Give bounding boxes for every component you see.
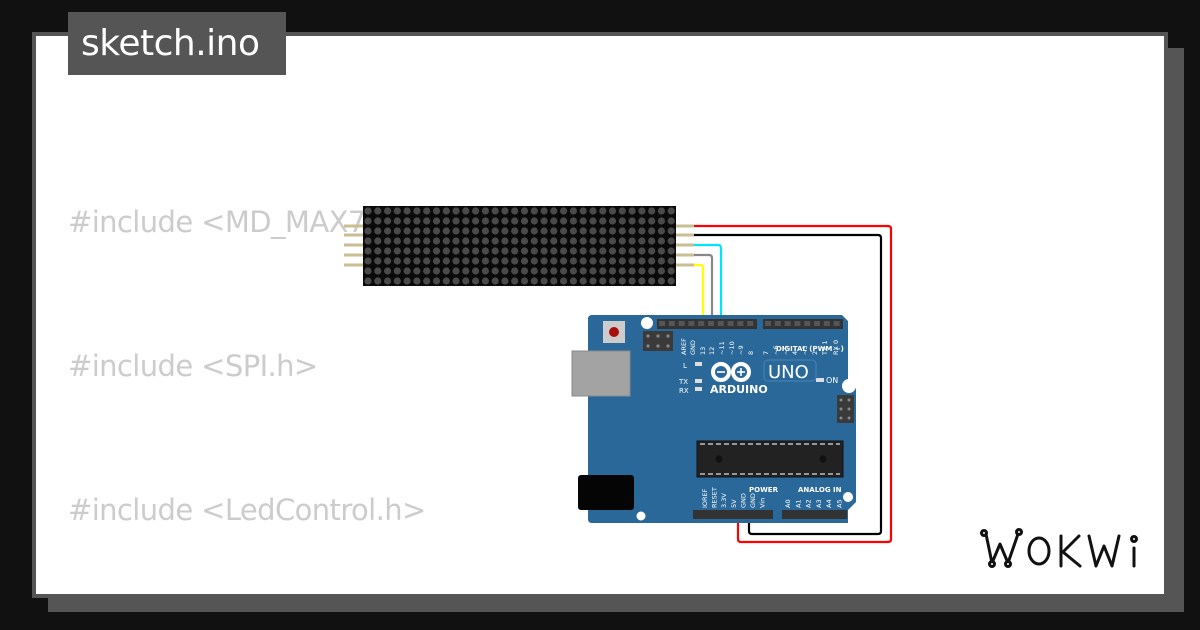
svg-text:Vin: Vin [759,498,767,508]
icsp-header-right [837,395,854,423]
digital-header-1 [657,319,757,329]
svg-text:RESET: RESET [711,487,719,508]
led-matrix[interactable] [363,206,676,286]
icsp-header-top [643,331,673,351]
svg-text:3.3V: 3.3V [720,493,728,508]
wire-clk [694,263,705,325]
svg-text:UNO: UNO [768,362,809,383]
digital-header-2 [763,319,843,329]
svg-text:~11: ~11 [718,341,726,355]
wire-gnd [694,233,883,536]
svg-text:5V: 5V [730,499,738,508]
arduino-infinity-logo [711,362,751,382]
svg-text:GND: GND [739,493,747,508]
code-line: #include <SPI.h> [68,349,318,383]
wire-din [694,243,723,325]
svg-text:ANALOG IN: ANALOG IN [798,486,842,494]
svg-text:ON: ON [826,376,838,385]
svg-text:GND: GND [749,493,757,508]
svg-text:POWER: POWER [749,486,779,494]
svg-text:GND: GND [689,340,697,355]
svg-text:TX: TX [678,378,688,386]
usb-port [571,350,631,397]
svg-text:12: 12 [708,347,716,355]
svg-text:~10: ~10 [728,341,736,355]
svg-text:A0: A0 [784,499,792,508]
wokwi-logo [980,528,1138,568]
wire-cs [694,253,714,325]
svg-text:DIGITAL (PWM ~): DIGITAL (PWM ~) [776,345,844,353]
svg-text:7: 7 [762,351,770,355]
code-line: #include <LedControl.h> [68,493,426,527]
matrix-input-pins [344,224,364,267]
svg-text:4: 4 [791,351,799,355]
power-header [693,510,773,519]
svg-text:2: 2 [811,351,819,355]
svg-text:TX 1: TX 1 [821,340,829,356]
analog-header [782,510,847,519]
svg-text:RX 0: RX 0 [832,340,840,355]
svg-text:A3: A3 [815,499,823,508]
svg-text:A1: A1 [794,499,802,508]
svg-text:IOREF: IOREF [701,488,709,508]
svg-text:~3: ~3 [801,345,809,355]
svg-text:~5: ~5 [782,345,790,355]
svg-text:8: 8 [747,351,755,355]
svg-text:L: L [683,362,687,370]
svg-text:~6: ~6 [772,345,780,355]
matrix-output-pins[interactable] [675,224,694,267]
file-tab[interactable]: sketch.ino [68,12,286,75]
svg-text:~9: ~9 [737,345,745,355]
arduino-uno[interactable]: L TX RX ON ARDUINO UNO DIGITAL (PWM ~) P… [571,315,856,523]
svg-text:RX: RX [679,387,689,395]
wires[interactable] [694,224,893,544]
svg-text:13: 13 [699,347,707,355]
wire-vcc [694,224,893,544]
svg-text:A5: A5 [836,499,844,508]
svg-text:A4: A4 [825,499,833,508]
svg-text:A2: A2 [805,499,813,508]
svg-text:AREF: AREF [680,338,688,355]
power-jack [578,475,634,510]
svg-text:ARDUINO: ARDUINO [710,383,768,396]
